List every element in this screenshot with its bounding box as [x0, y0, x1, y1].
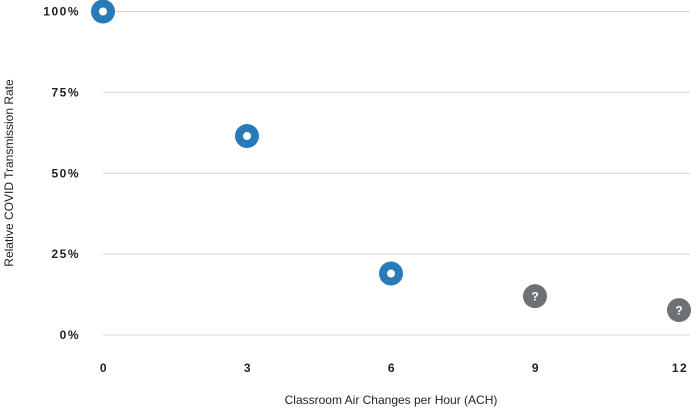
y-axis-ticks: 0% 25% 50% 75% 100% — [43, 5, 80, 343]
data-point — [235, 124, 259, 149]
x-tick-label: 9 — [532, 361, 540, 375]
question-mark-icon: ? — [675, 304, 682, 318]
y-tick-label: 75% — [51, 85, 80, 99]
y-tick-label: 100% — [43, 5, 80, 19]
y-tick-label: 25% — [51, 247, 80, 261]
x-tick-label: 0 — [100, 361, 108, 375]
gridlines — [103, 11, 690, 336]
x-axis-ticks: 0 3 6 9 12 — [100, 361, 688, 375]
point-marker — [667, 298, 691, 323]
x-tick-label: 12 — [672, 361, 688, 375]
point-center — [99, 7, 107, 16]
y-tick-label: 0% — [60, 328, 80, 342]
data-point — [91, 0, 115, 24]
point-center — [387, 269, 395, 278]
point-center — [243, 132, 251, 141]
x-tick-label: 6 — [388, 361, 396, 375]
y-tick-label: 50% — [51, 166, 80, 180]
point-marker — [523, 284, 547, 309]
data-point — [379, 261, 403, 286]
data-points: ?? — [91, 0, 691, 323]
x-tick-label: 3 — [244, 361, 252, 375]
uncertain-data-point: ? — [523, 284, 547, 309]
y-axis-label: Relative COVID Transmission Rate — [2, 79, 16, 267]
uncertain-data-point: ? — [667, 298, 691, 323]
question-mark-icon: ? — [531, 290, 538, 304]
x-axis-label: Classroom Air Changes per Hour (ACH) — [285, 393, 498, 407]
